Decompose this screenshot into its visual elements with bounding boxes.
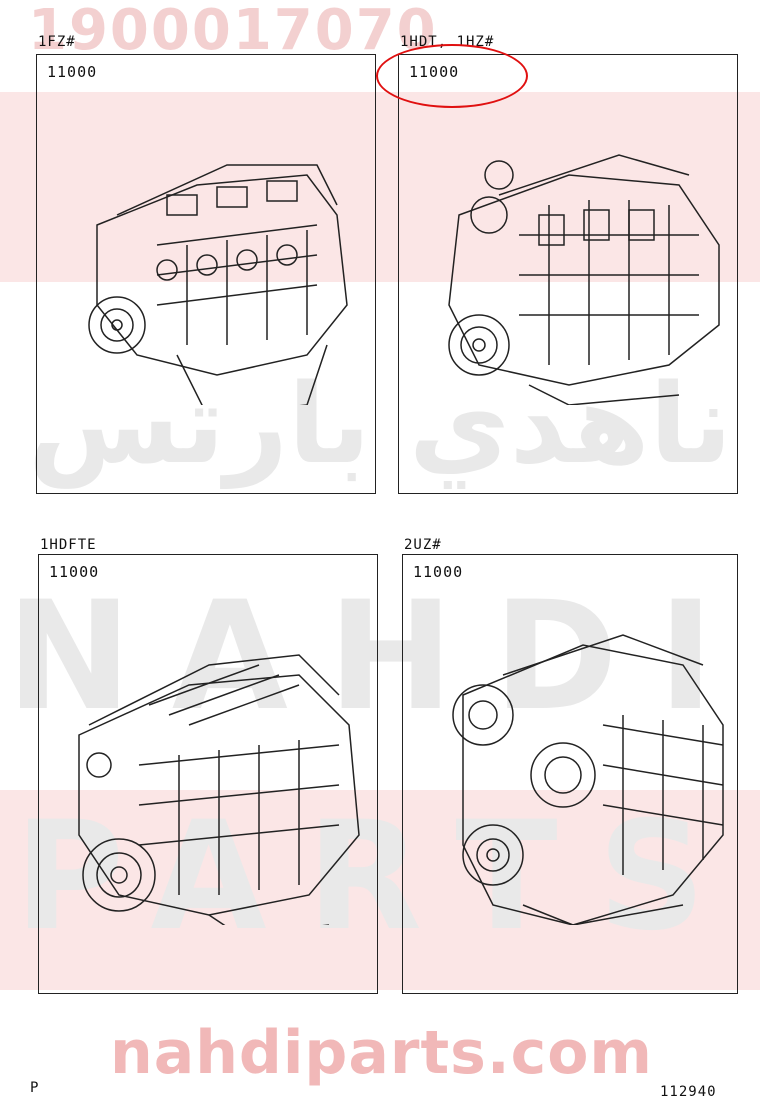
panel-1hdfte: 11000 — [38, 554, 378, 994]
highlight-circle — [376, 44, 528, 108]
footer-figure-number: 112940 — [660, 1084, 717, 1100]
engine-1fz-illustration — [88, 164, 348, 405]
watermark-part-number: 1900017070 — [28, 0, 438, 63]
footer-left-code: P — [30, 1080, 39, 1096]
engine-2uz-illustration — [452, 634, 724, 925]
watermark-arabic: ناهدي بارتس — [27, 360, 733, 488]
engine-1hdt-1hz-illustration — [448, 154, 720, 405]
watermark-word-2: PARTS — [14, 790, 746, 964]
watermark-band-top — [0, 92, 760, 282]
panel-4-part-code: 11000 — [413, 563, 464, 581]
brand-watermark-site: nahdiparts.com — [110, 1018, 653, 1088]
panel-3-part-code: 11000 — [49, 563, 100, 581]
panel-1-model-label: 1FZ# — [38, 34, 76, 50]
panel-2uz: 11000 — [402, 554, 738, 994]
engine-1hdfte-illustration — [78, 654, 360, 925]
panel-1-part-code: 11000 — [47, 63, 98, 81]
panel-4-model-label: 2UZ# — [404, 537, 442, 553]
panel-1fz: 11000 — [36, 54, 376, 494]
panel-1hdt-1hz: 11000 — [398, 54, 738, 494]
panel-3-model-label: 1HDFTE — [40, 537, 97, 553]
watermark-band-bottom — [0, 790, 760, 990]
